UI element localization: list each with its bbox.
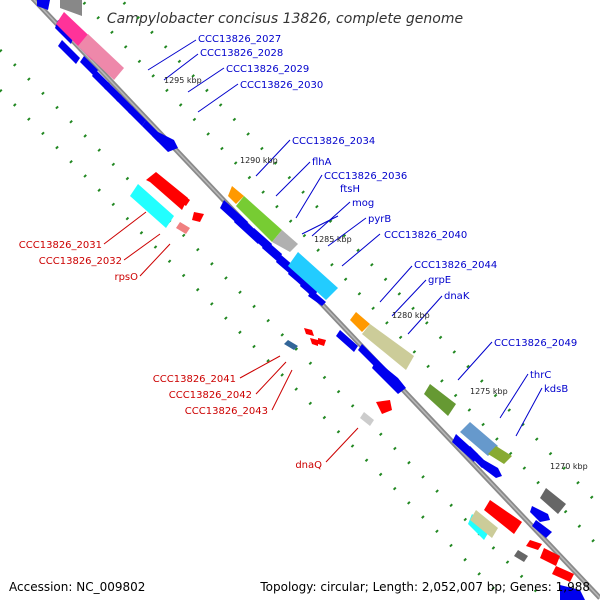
gene-label[interactable]: CCC13826_2042 [169,390,252,401]
gene-arrow-salmon [176,222,190,234]
gene-label[interactable]: ftsH [340,184,360,195]
gene-label[interactable]: CCC13826_2030 [240,80,323,91]
gene-label[interactable]: CCC13826_2036 [324,171,407,182]
gene-arrow-red [180,194,190,206]
gene-label[interactable]: thrC [530,370,551,381]
kbp-tick-label: 1280 kbp [392,311,430,320]
gene-arrow-steelblue [284,340,298,350]
gene-arrow-grey [360,412,374,426]
gene-arrow-red [304,328,314,336]
gene-arrow-steelblue [460,422,498,456]
topology-text: Topology: circular; Length: 2,052,007 bp… [260,580,590,594]
gene-label[interactable]: CCC13826_2031 [19,240,102,251]
gene-arrow-red [192,212,204,222]
kbp-tick-label: 1275 kbp [470,387,508,396]
gene-arrow-pink [78,34,124,80]
gene-label[interactable]: CCC13826_2028 [200,48,283,59]
gene-arrow [276,254,294,274]
gene-arrow [128,106,146,126]
gene-arrow-olive [488,446,512,464]
gene-arrow-darkgrey [540,488,566,514]
gene-arrow-grey [60,0,82,16]
gene-label[interactable]: flhA [312,157,332,168]
gene-arrow-red [310,338,318,346]
gene-label[interactable]: CCC13826_2029 [226,64,309,75]
gene-label[interactable]: CCC13826_2027 [198,34,281,45]
gene-arrow-khaki [362,324,414,370]
gene-arrow [152,132,178,152]
gene-arrow [116,94,134,114]
gene-arrow-red [484,500,522,534]
gene-arrow-orange [350,312,370,332]
kbp-tick-label: 1285 kbp [314,235,352,244]
gene-arrow [37,0,50,10]
reverse-gene-labels: CCC13826_2031 CCC13826_2032 rpsO CCC1382… [19,240,322,471]
gene-arrow-green [236,196,282,242]
map-title: Campylobacter concisus 13826, complete g… [107,11,463,27]
gene-label[interactable]: mog [352,198,374,209]
forward-strand-genes [37,0,585,600]
gene-arrow [104,82,122,102]
gene-arrow [80,56,98,76]
gene-label[interactable]: CCC13826_2049 [494,338,577,349]
kbp-tick-label: 1270 kbp [550,462,588,471]
forward-colored-genes [56,0,566,514]
gene-label[interactable]: grpE [428,275,451,286]
reverse-leader-lines [103,211,359,463]
gene-label[interactable]: CCC13826_2034 [292,136,375,147]
kbp-tick-label: 1295 kbp [164,76,202,85]
reverse-strand-genes [130,172,574,582]
gene-arrow-red [146,172,188,210]
gene-label[interactable]: pyrB [368,214,391,225]
gene-arrow [480,460,502,478]
gene-arrow-cyan [288,252,338,300]
gene-label[interactable]: CCC13826_2044 [414,260,497,271]
gene-arrow [560,585,585,600]
gene-label[interactable]: kdsB [544,384,568,395]
gene-arrow-grey [272,230,298,252]
gene-label[interactable]: CCC13826_2032 [39,256,122,267]
gene-arrow [466,446,486,468]
gene-label[interactable]: CCC13826_2040 [384,230,467,241]
gene-arrow [288,266,306,286]
gene-label[interactable]: dnaQ [295,460,322,471]
gene-arrow-red [376,400,392,414]
gene-arrow [336,330,358,352]
gene-arrow-red [526,540,542,550]
forward-leader-lines [147,39,543,437]
gene-label[interactable]: dnaK [444,291,470,302]
inner-dotted-guide [0,48,547,600]
gene-label[interactable]: CCC13826_2041 [153,374,236,385]
gene-arrow-khaki [470,510,498,538]
gene-arrow-red [552,566,574,582]
gene-arrow [308,290,326,306]
gene-arrow-cyan [130,184,174,228]
gene-arrow-grey [514,550,528,562]
gene-arrow-red [318,338,326,346]
gene-arrow [532,520,552,538]
gene-arrow [372,360,406,394]
gene-arrow [262,240,282,262]
forward-gene-labels: CCC13826_2027 CCC13826_2028 CCC13826_202… [198,34,577,395]
accession-text: Accession: NC_009802 [9,580,146,594]
gene-arrow-darkgreen [424,384,456,416]
gene-arrow [530,506,550,522]
gene-label[interactable]: rpsO [114,272,138,283]
gene-arrow-orange [228,186,244,204]
gene-arrow [58,40,80,64]
kbp-tick-label: 1290 kbp [240,156,278,165]
outer-dotted-guide [79,0,600,550]
gene-arrow-red [540,548,560,566]
gene-label[interactable]: CCC13826_2043 [185,406,268,417]
gene-arrow [92,70,110,90]
